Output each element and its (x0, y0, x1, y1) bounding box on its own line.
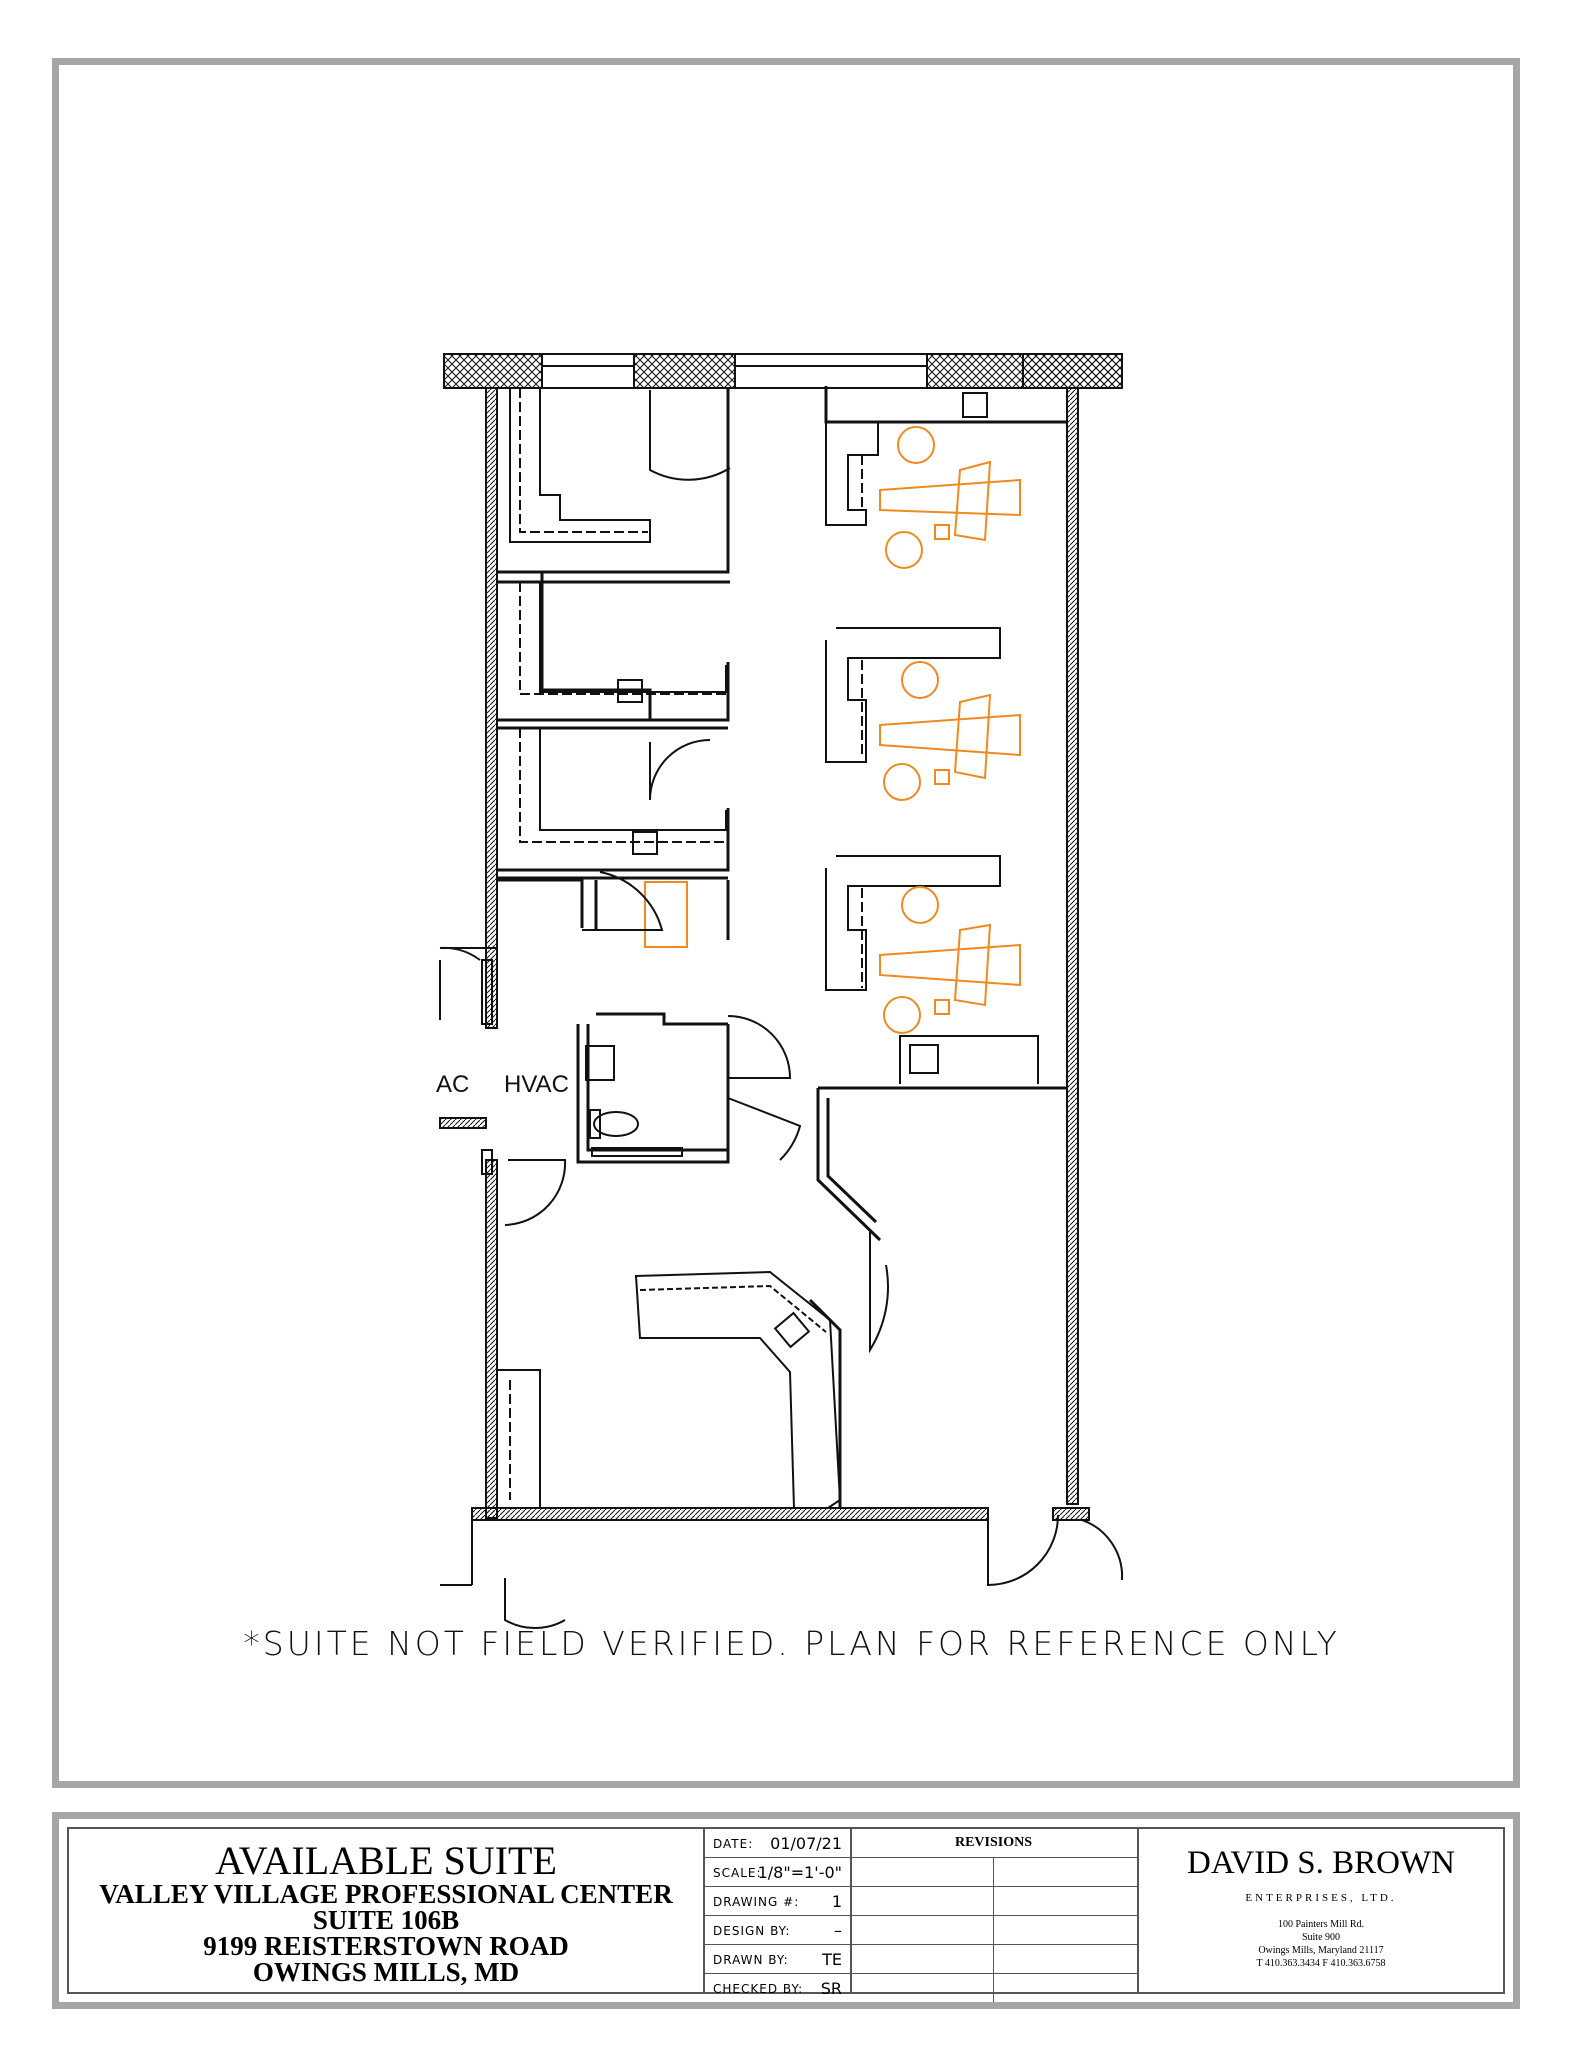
field-value: – (834, 1921, 842, 1940)
field-value: 01/07/21 (770, 1834, 842, 1853)
exterior-wall-bottom (471, 1507, 1090, 1585)
project-line: 9199 REISTERSTOWN ROAD (203, 1931, 569, 1961)
field-key: DESIGN BY: (713, 1924, 791, 1938)
dental-chairs (879, 426, 1021, 1034)
project-line: VALLEY VILLAGE PROFESSIONAL CENTER (99, 1879, 673, 1909)
exterior-wall-left (485, 387, 498, 1519)
firm-sub: ENTERPRISES, LTD. (1245, 1892, 1397, 1904)
firm-name: DAVID S. BROWN (1187, 1845, 1455, 1881)
revisions-header: REVISIONS (850, 1829, 1137, 1858)
address-line: 100 Painters Mill Rd. (1277, 1919, 1365, 1930)
revision-row (850, 1916, 1137, 1945)
field-row: SCALE:1/8"=1'-0" (705, 1858, 850, 1887)
title-block: AVAILABLE SUITE VALLEY VILLAGE PROFESSIO… (52, 1812, 1520, 2009)
operatory-counters (825, 422, 1039, 1084)
field-key: CHECKED BY: (713, 1982, 804, 1996)
hvac-label: HVAC (504, 1071, 569, 1098)
field-row: DATE: 01/07/21 (705, 1829, 850, 1858)
revision-row (850, 1858, 1137, 1887)
reception-desk (634, 1270, 842, 1509)
project-line: SUITE 106B (312, 1905, 460, 1935)
field-key: DRAWING #: (713, 1895, 800, 1909)
field-value: 1/8"=1'-0" (757, 1863, 842, 1882)
project-line: OWINGS MILLS, MD (252, 1957, 520, 1987)
field-row: DESIGN BY: – (705, 1916, 850, 1945)
revision-row (850, 1945, 1137, 1974)
doors (439, 390, 1124, 1630)
address-line: T 410.363.3434 F 410.363.6758 (1256, 1958, 1386, 1969)
field-key: DRAWN BY: (713, 1953, 789, 1967)
room-counters (509, 388, 988, 855)
sheet-title: AVAILABLE SUITE (215, 1838, 557, 1883)
revision-row (850, 1887, 1137, 1916)
field-value: SR (820, 1979, 842, 1998)
firm-address: 100 Painters Mill Rd. Suite 900 Owings M… (1139, 1918, 1503, 1970)
exterior-wall-top (443, 353, 1123, 389)
field-value: 1 (831, 1892, 842, 1911)
storage-counter (497, 1369, 541, 1508)
address-line: Owings Mills, Maryland 21117 (1258, 1945, 1384, 1956)
field-row: DRAWN BY: TE (705, 1945, 850, 1974)
exterior-wall-right (1066, 387, 1079, 1505)
revision-row (850, 1974, 1137, 2002)
field-row: DRAWING #: 1 (705, 1887, 850, 1916)
field-key: SCALE: (713, 1866, 762, 1880)
field-row: CHECKED BY: SR (705, 1974, 850, 2002)
project-info: AVAILABLE SUITE VALLEY VILLAGE PROFESSIO… (69, 1829, 703, 1992)
equipment-rect (644, 881, 688, 948)
sheet-fields: DATE: 01/07/21 SCALE:1/8"=1'-0" DRAWING #… (703, 1829, 852, 1998)
plan-note: *SUITE NOT FIELD VERIFIED. PLAN FOR REFE… (243, 1624, 1340, 1663)
drawing-frame (52, 58, 1520, 1788)
firm-info: DAVID S. BROWN ENTERPRISES, LTD. 100 Pai… (1139, 1829, 1503, 1992)
revisions-table: REVISIONS (850, 1829, 1139, 2002)
address-line: Suite 900 (1301, 1932, 1341, 1943)
field-value: TE (822, 1950, 842, 1969)
left-stub-walls (439, 959, 493, 1175)
hvac-label-left: AC (436, 1071, 469, 1098)
field-key: DATE: (713, 1837, 754, 1851)
restroom-fixtures (585, 1045, 683, 1157)
